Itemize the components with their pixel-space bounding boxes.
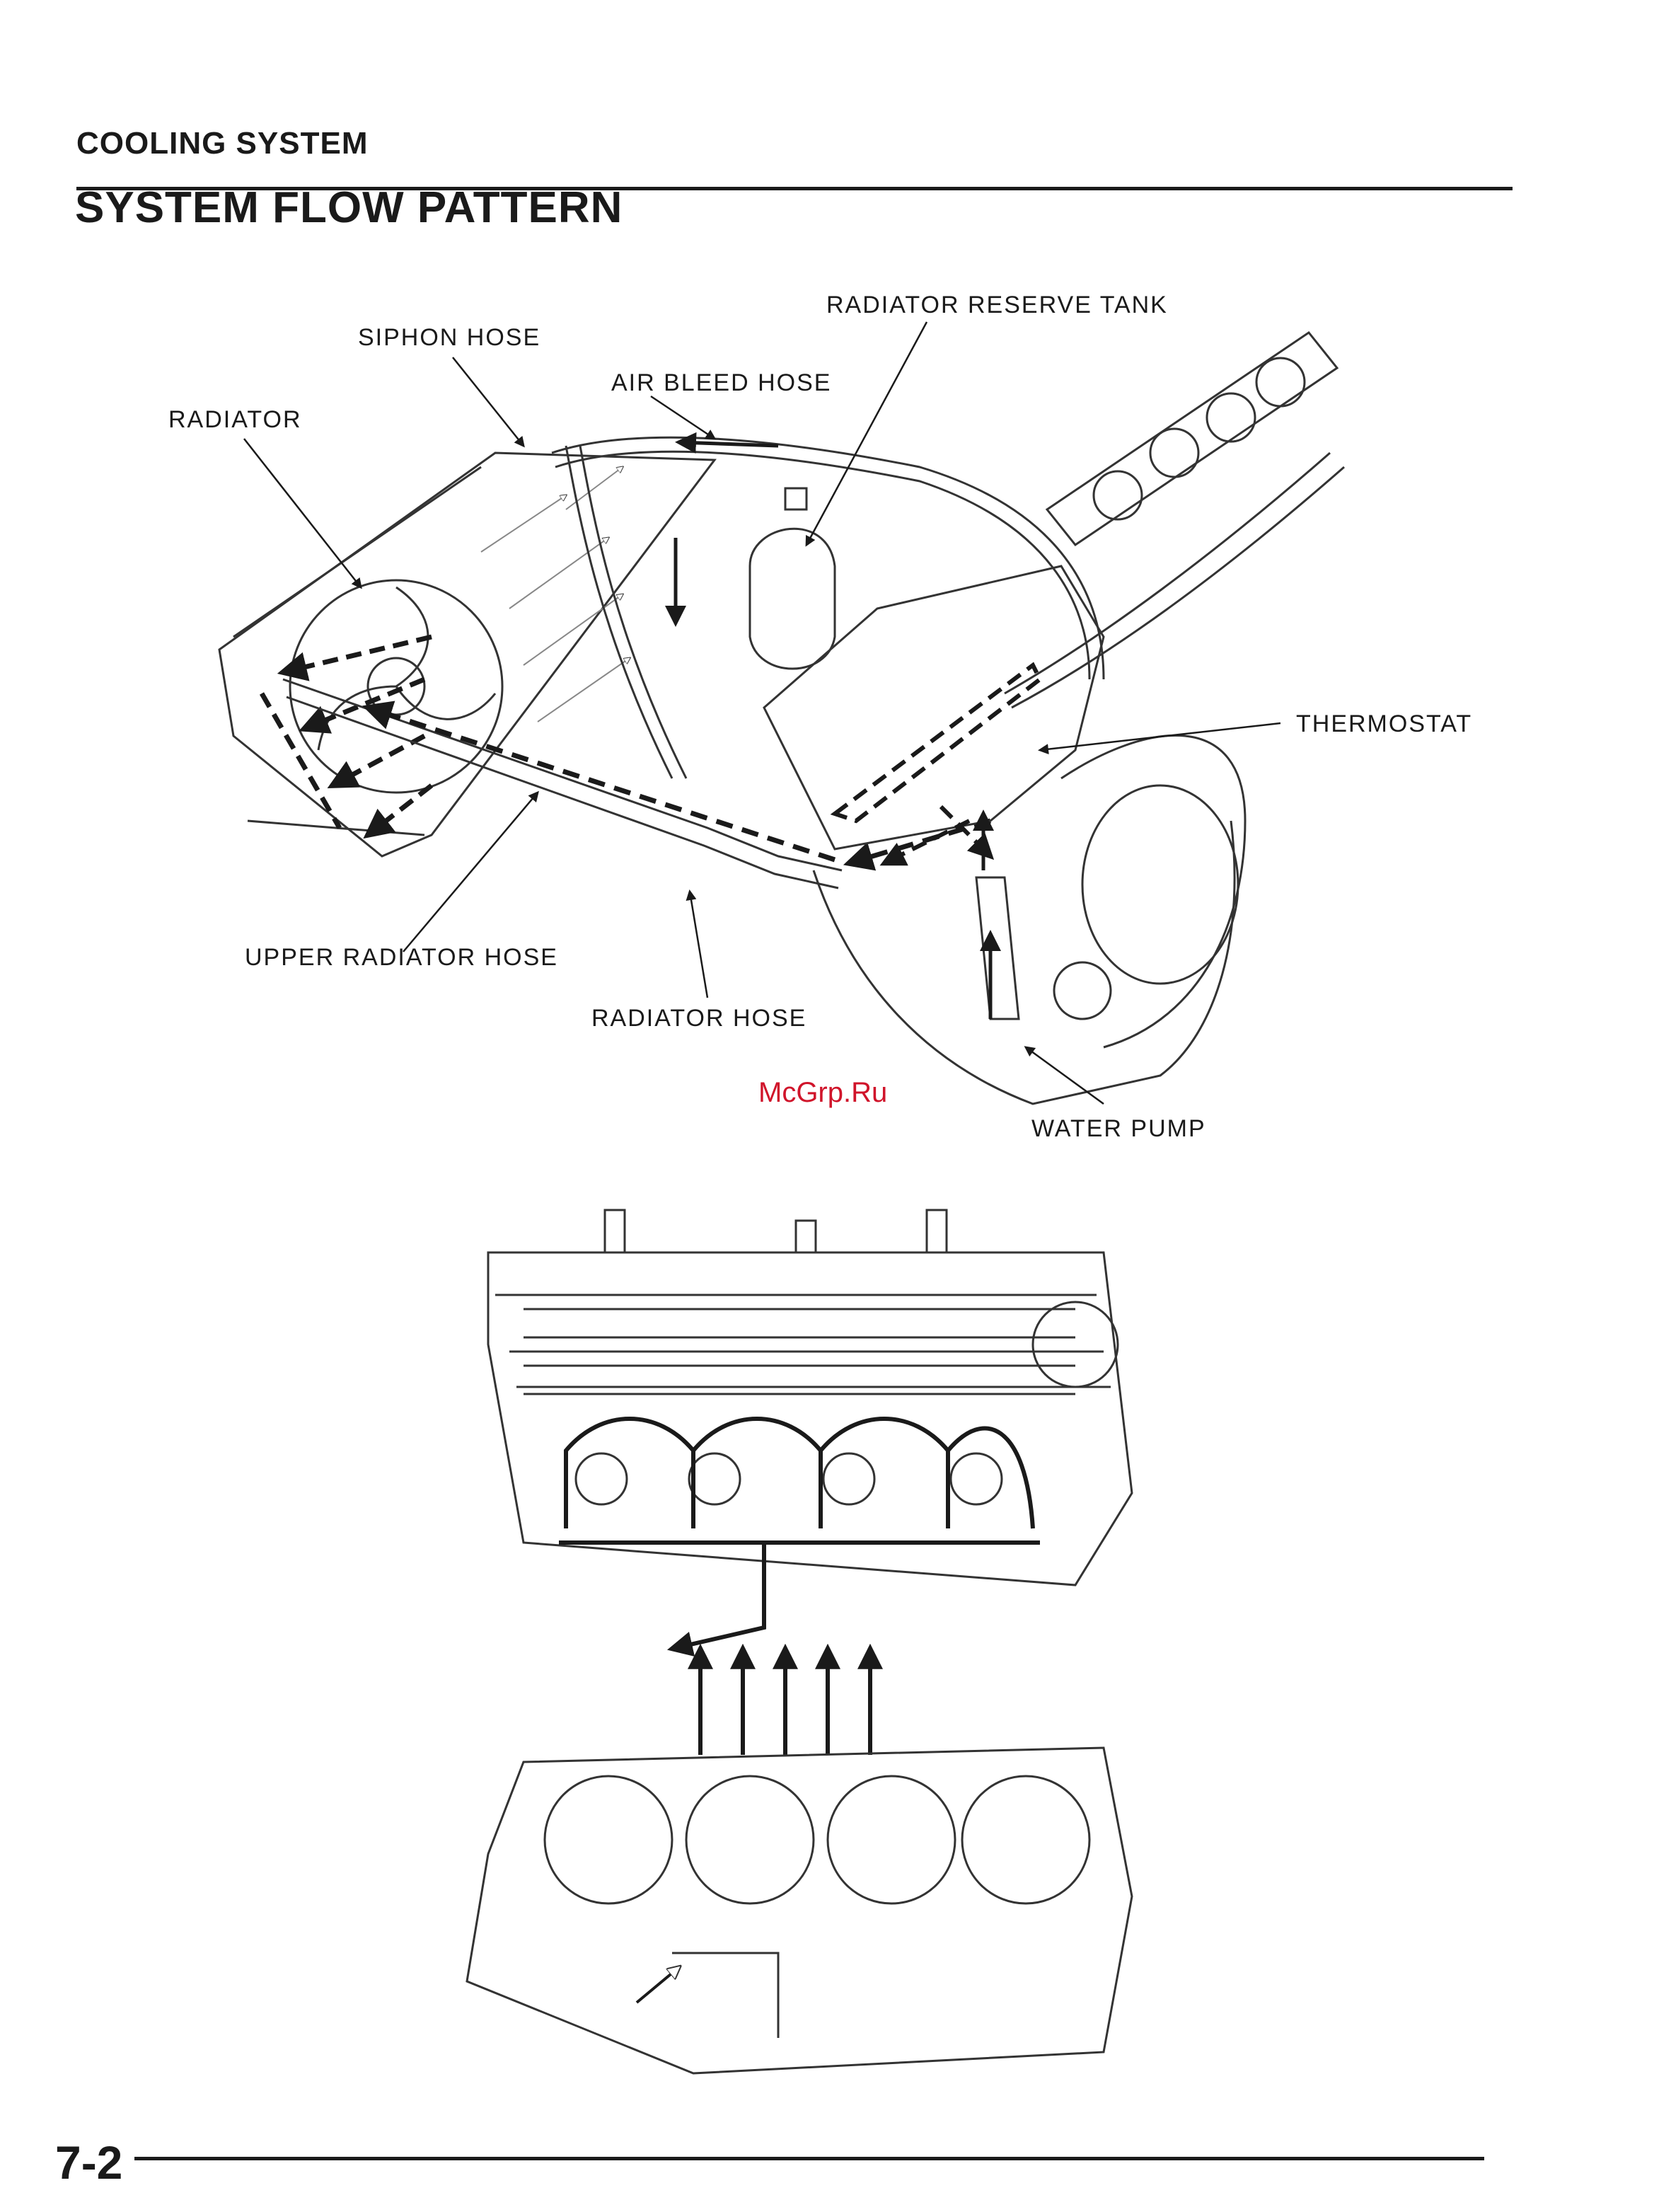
upper-radiator-hose-shape (283, 679, 842, 888)
callout-radiator-reserve-tank: RADIATOR RESERVE TANK (826, 292, 1168, 319)
page-number: 7-2 (55, 2136, 122, 2189)
cylinder-head-illustration (488, 1210, 1132, 1585)
footer-rule (134, 2157, 1484, 2160)
cylinder-block-illustration (467, 1748, 1132, 2073)
head-passage-flow (559, 1419, 1040, 1649)
hose-flow-arrows (368, 708, 990, 863)
callout-upper-radiator-hose: UPPER RADIATOR HOSE (245, 944, 558, 972)
callout-thermostat: THERMOSTAT (1296, 710, 1472, 738)
callout-air-bleed-hose: AIR BLEED HOSE (611, 369, 831, 397)
callout-siphon-hose: SIPHON HOSE (358, 324, 540, 352)
watermark: McGrp.Ru (758, 1077, 887, 1109)
callout-radiator-hose: RADIATOR HOSE (591, 1005, 806, 1032)
throttle-body-shape (1047, 333, 1337, 545)
callout-water-pump: WATER PUMP (1031, 1115, 1206, 1143)
bleed-hoses (552, 437, 1344, 778)
callout-radiator: RADIATOR (168, 406, 302, 434)
upward-flow-arrows (700, 1649, 870, 1755)
head-flow-loop (835, 665, 1040, 863)
leader-lines (244, 322, 1280, 1104)
engine-block-shape (764, 566, 1245, 1104)
radiator-flow-arrows (262, 637, 432, 835)
